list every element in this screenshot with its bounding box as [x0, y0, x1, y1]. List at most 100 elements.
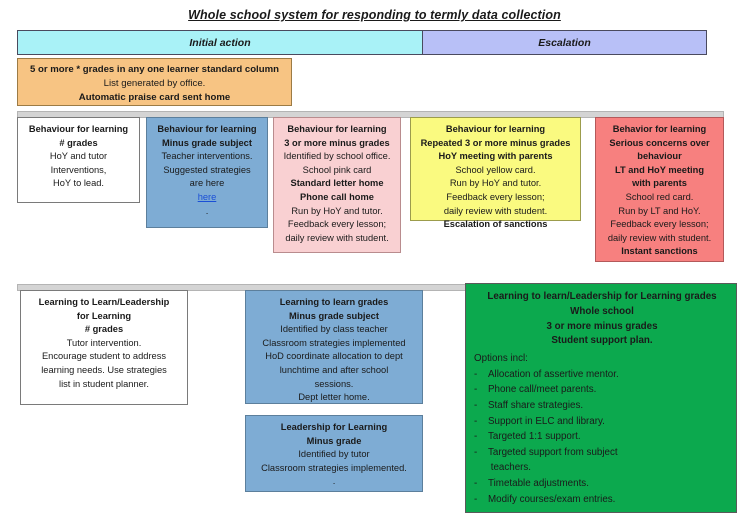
- card-line: Interventions,: [50, 164, 107, 175]
- card-line: lunchtime and after school: [279, 364, 389, 375]
- card-line: Behaviour for learning: [445, 124, 546, 134]
- list-item: -Modify courses/exam entries.: [474, 492, 730, 508]
- list-item-label: Staff share strategies.: [488, 399, 584, 411]
- card-line: School red card.: [625, 191, 694, 202]
- strategies-here-link[interactable]: here: [197, 191, 217, 202]
- phase-header-bar: Initial action Escalation: [17, 30, 707, 55]
- card-line: 3 or more minus grades: [284, 137, 390, 148]
- list-item-label: Targeted 1:1 support.: [488, 431, 581, 443]
- card-line: # grades: [59, 137, 98, 148]
- praise-line-3: Automatic praise card sent home: [78, 92, 231, 103]
- card-line: Identified by tutor: [298, 449, 370, 460]
- support-plan-heading-2: Whole school: [570, 305, 634, 317]
- card-line: Minus grade subject: [289, 310, 379, 321]
- card-line: sessions.: [314, 378, 354, 389]
- card-line: .: [332, 476, 336, 487]
- list-item: -Allocation of assertive mentor.: [474, 367, 730, 383]
- card-line: Encourage student to address: [41, 351, 167, 362]
- card-line: are here: [189, 178, 225, 189]
- dash-bullet-icon: -: [474, 368, 478, 380]
- card-line: Standard letter home: [290, 178, 384, 189]
- page-title: Whole school system for responding to te…: [188, 8, 561, 22]
- support-plan-options-label: Options incl:: [474, 353, 528, 365]
- card-line: Run by HoY and tutor.: [449, 178, 542, 189]
- support-plan-heading-4: Student support plan.: [551, 335, 653, 347]
- praise-line-2: List generated by office.: [103, 78, 206, 89]
- card-line: Feedback every lesson;: [287, 219, 387, 230]
- card-line: Classroom strategies implemented: [262, 337, 406, 348]
- card-line: Escalation of sanctions: [443, 219, 548, 230]
- card-line: Behaviour for learning: [157, 124, 257, 134]
- card-behaviour-minus-grade-subject: Behaviour for learning Minus grade subje…: [146, 117, 268, 228]
- card-line: daily review with student.: [285, 232, 389, 243]
- card-line: LT and HoY meeting: [614, 164, 704, 175]
- card-line: Minus grade: [306, 435, 362, 446]
- dash-bullet-icon: -: [474, 493, 478, 505]
- card-line: Leadership for Learning: [280, 422, 388, 432]
- card-behaviour-serious-concerns: Behavior for learning Serious concerns o…: [595, 117, 724, 262]
- card-line: School yellow card.: [455, 164, 536, 175]
- praise-line-1: 5 or more * grades in any one learner st…: [30, 64, 279, 75]
- card-line: for Learning: [76, 310, 132, 321]
- card-line: Identified by school office.: [283, 151, 391, 162]
- phase-initial-action: Initial action: [18, 31, 423, 54]
- list-item: -Targeted support from subject teachers.: [474, 445, 730, 476]
- card-line: Identified by class teacher: [280, 324, 388, 335]
- card-line: Learning to Learn/Leadership: [38, 297, 170, 307]
- support-plan-options-list: -Allocation of assertive mentor. -Phone …: [474, 367, 730, 507]
- card-line: Learning to learn grades: [279, 297, 389, 307]
- card-line: list in student planner.: [59, 378, 149, 389]
- list-item-label: Support in ELC and library.: [488, 415, 605, 427]
- card-line: Feedback every lesson;: [610, 219, 709, 230]
- card-line: Run by HoY and tutor.: [291, 205, 383, 216]
- card-line: Behavior for learning: [612, 124, 707, 134]
- list-item-label: Modify courses/exam entries.: [488, 493, 616, 505]
- card-line: learning needs. Use strategies: [41, 364, 167, 375]
- card-learning-to-learn-hash-grades: Learning to Learn/Leadership for Learnin…: [20, 290, 188, 405]
- card-line: here: [151, 191, 263, 205]
- card-line: Feedback every lesson;: [446, 191, 545, 202]
- card-line: Classroom strategies implemented.: [261, 462, 407, 473]
- card-line: School pink card: [302, 164, 372, 175]
- list-item: -Staff share strategies.: [474, 398, 730, 414]
- card-behaviour-repeated-3-or-more-minus: Behaviour for learning Repeated 3 or mor…: [410, 117, 581, 229]
- card-line: # grades: [84, 324, 124, 335]
- card-behaviour-3-or-more-minus: Behaviour for learning 3 or more minus g…: [273, 117, 401, 253]
- support-plan-heading-1: Learning to learn/Leadership for Learnin…: [487, 291, 717, 302]
- automatic-praise-box: 5 or more * grades in any one learner st…: [17, 58, 292, 106]
- card-line: Teacher interventions.: [161, 151, 253, 162]
- card-line: Instant sanctions: [621, 246, 698, 257]
- list-item-label: Phone call/meet parents.: [488, 384, 597, 396]
- dash-bullet-icon: -: [474, 399, 478, 411]
- card-learning-to-learn-minus-grade-subject: Learning to learn grades Minus grade sub…: [245, 290, 423, 404]
- card-leadership-for-learning-minus-grade: Leadership for Learning Minus grade Iden…: [245, 415, 423, 492]
- card-line: daily review with student.: [607, 232, 712, 243]
- card-behaviour-hash-grades: Behaviour for learning # grades HoY and …: [17, 117, 140, 203]
- dash-bullet-icon: -: [474, 431, 478, 443]
- card-line: HoY meeting with parents: [438, 151, 553, 162]
- list-item: -Targeted 1:1 support.: [474, 429, 730, 445]
- card-line: Suggested strategies: [163, 164, 251, 175]
- card-line: Run by LT and HoY.: [618, 205, 701, 216]
- list-item: -Phone call/meet parents.: [474, 382, 730, 398]
- card-line: with parents: [632, 178, 687, 189]
- card-line: HoY and tutor: [49, 151, 108, 162]
- dash-bullet-icon: -: [474, 477, 478, 489]
- card-line: Serious concerns over: [609, 137, 710, 148]
- card-line: HoD coordinate allocation to dept: [265, 351, 403, 362]
- card-student-support-plan: Learning to learn/Leadership for Learnin…: [465, 283, 737, 513]
- card-line: Phone call home: [300, 191, 374, 202]
- dash-bullet-icon: -: [474, 384, 478, 396]
- phase-escalation: Escalation: [423, 31, 706, 54]
- list-item-label: Targeted support from subject teachers.: [488, 446, 618, 474]
- card-line: behaviour: [637, 151, 682, 162]
- dash-bullet-icon: -: [474, 415, 478, 427]
- card-line: Repeated 3 or more minus grades: [420, 137, 571, 148]
- card-line: Minus grade subject: [162, 137, 252, 148]
- list-item: -Timetable adjustments.: [474, 476, 730, 492]
- card-line: daily review with student.: [443, 205, 548, 216]
- card-line: Behaviour for learning: [28, 124, 129, 134]
- card-line: .: [205, 205, 209, 216]
- list-item-label: Allocation of assertive mentor.: [488, 368, 619, 380]
